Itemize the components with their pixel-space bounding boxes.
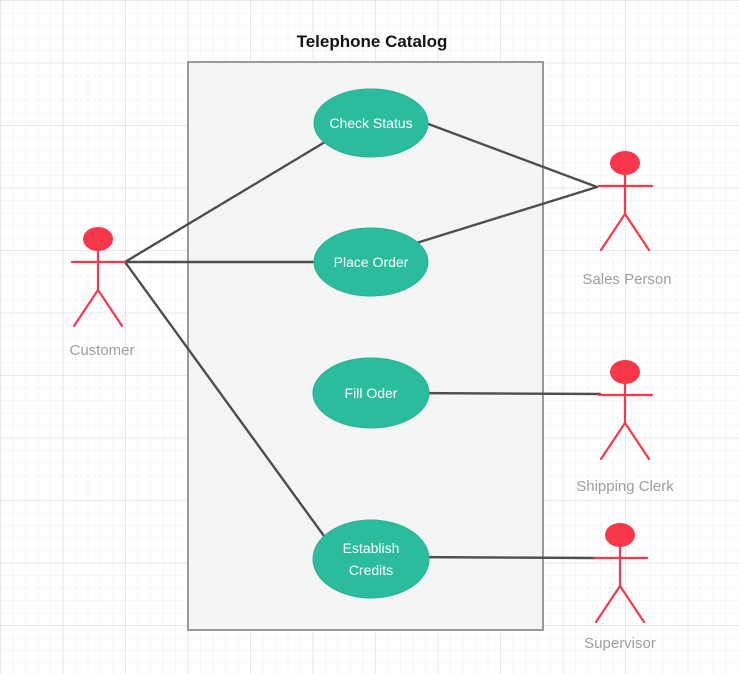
actor-leg-left-line (594, 584, 622, 624)
use-case-ellipse[interactable] (313, 88, 429, 158)
use-case-ellipse[interactable] (312, 357, 430, 429)
actor-leg-right-line (618, 584, 646, 624)
use-case-check-status[interactable]: Check Status (313, 88, 429, 158)
actor-leg-right-line (96, 288, 124, 328)
actor-label-supervisor: Supervisor (584, 635, 656, 652)
use-case-label-line2: Credits (349, 562, 393, 578)
actor-head-icon (605, 523, 635, 547)
connector-establish-credits-supervisor[interactable] (398, 555, 597, 560)
use-case-label-line1: Establish (343, 540, 400, 556)
use-case-label: Place Order (334, 254, 409, 270)
actor-label-shipping-clerk: Shipping Clerk (576, 478, 674, 495)
use-case-label: Fill Oder (345, 385, 398, 401)
use-case-fill-oder[interactable]: Fill Oder (312, 357, 430, 429)
actor-leg-left-line (599, 421, 627, 461)
actor-leg-left-line (72, 288, 100, 328)
use-case-ellipse[interactable] (312, 519, 430, 599)
actor-leg-left-line (599, 212, 627, 252)
use-case-place-order[interactable]: Place Order (313, 227, 429, 297)
actor-sales-person[interactable]: Sales Person (582, 151, 672, 288)
actor-leg-right-line (623, 212, 651, 252)
actor-customer[interactable]: Customer (69, 227, 135, 359)
use-case-ellipse[interactable] (313, 227, 429, 297)
diagram-title[interactable]: Telephone Catalog (297, 32, 448, 51)
use-case-label: Check Status (329, 115, 412, 131)
actor-head-icon (610, 151, 640, 175)
connector-place-order-sales-person[interactable] (408, 185, 599, 247)
connector-customer-check-status[interactable] (123, 131, 342, 264)
actor-leg-right-line (623, 421, 651, 461)
actor-supervisor[interactable]: Supervisor (584, 523, 656, 652)
actor-head-icon (83, 227, 113, 251)
actor-head-icon (610, 360, 640, 384)
actor-shipping-clerk[interactable]: Shipping Clerk (576, 360, 674, 495)
connector-check-status-sales-person[interactable] (413, 117, 599, 189)
connector-fill-oder-shipping-clerk[interactable] (398, 391, 602, 396)
use-case-establish-credits[interactable]: Establish Credits (312, 519, 430, 599)
actor-label-sales-person: Sales Person (582, 271, 671, 288)
actor-label-customer: Customer (69, 342, 134, 359)
connector-customer-establish-credits[interactable] (123, 260, 342, 560)
